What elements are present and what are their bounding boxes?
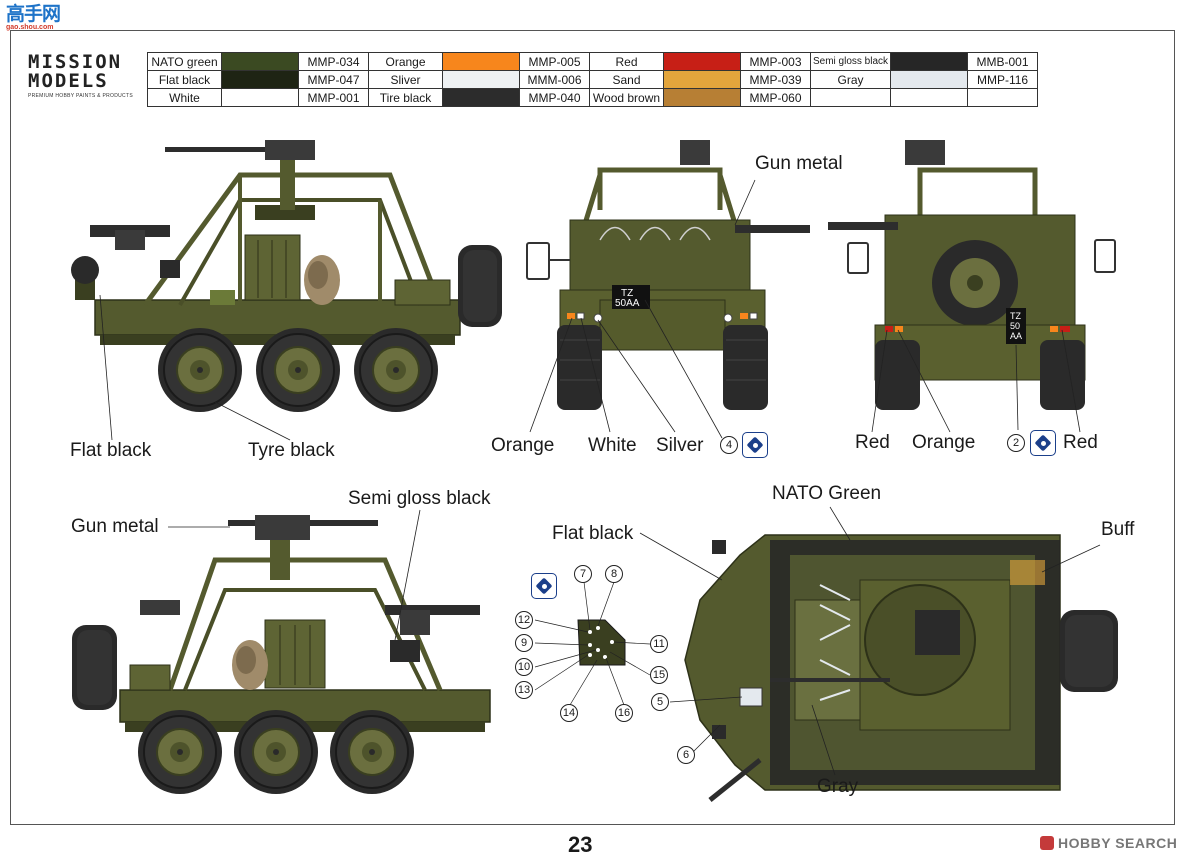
- rear-view: TZ 50 AA: [828, 140, 1116, 433]
- label-gun-metal-front: Gun metal: [755, 153, 843, 174]
- label-silver-front: Silver: [656, 435, 704, 456]
- label-gun-metal-side: Gun metal: [71, 516, 159, 537]
- decal-number: 16: [615, 704, 633, 722]
- decal-number: 6: [677, 746, 695, 764]
- decal-sheet-icon: [1030, 430, 1056, 456]
- rear-plate-line-1: TZ: [1010, 311, 1021, 321]
- decal-number: 11: [650, 635, 668, 653]
- label-orange-front: Orange: [491, 435, 555, 456]
- decal-number: 9: [515, 634, 533, 652]
- watermark-top-left: 高手网 gao.shou.com: [6, 4, 70, 34]
- decal-number: 5: [651, 693, 669, 711]
- front-view: TZ 50AA: [526, 140, 810, 439]
- label-orange-rear: Orange: [912, 432, 976, 453]
- page-number: 23: [568, 832, 593, 857]
- paint-swatch: [442, 88, 520, 107]
- top-view: [639, 506, 1118, 802]
- decal-sheet-icon: [742, 432, 768, 458]
- paint-name: Tire black: [368, 88, 443, 107]
- rear-plate-line-3: AA: [1010, 331, 1022, 341]
- brand-logo: MISSION MODELS PREMIUM HOBBY PAINTS & PR…: [28, 51, 144, 100]
- decal-number: 12: [515, 611, 533, 629]
- decal-number: 8: [605, 565, 623, 583]
- paint-code: [967, 88, 1039, 107]
- watermark-url: gao.shou.com: [6, 24, 54, 31]
- side-view-left: [71, 140, 502, 413]
- label-flat-black-side: Flat black: [70, 440, 152, 461]
- label-tyre-black: Tyre black: [248, 440, 335, 461]
- paint-code: MMP-040: [519, 88, 590, 107]
- paint-swatch: [442, 70, 520, 89]
- label-red-rear-right: Red: [1063, 432, 1098, 453]
- paint-swatch: [663, 70, 741, 89]
- paint-swatch: [663, 88, 741, 107]
- logo-line-2: MODELS: [28, 70, 109, 92]
- decal-number: 14: [560, 704, 578, 722]
- decal-number: 10: [515, 658, 533, 676]
- decal-sheet-icon: [531, 573, 557, 599]
- watermark-bottom-right: HOBBY SEARCH: [1040, 835, 1177, 851]
- label-white-front: White: [588, 435, 637, 456]
- paint-name: [809, 88, 892, 107]
- label-semi-gloss-black: Semi gloss black: [348, 488, 491, 509]
- logo-line-1: MISSION: [28, 51, 123, 73]
- paint-name: White: [147, 88, 222, 107]
- paint-code: MMP-001: [298, 88, 369, 107]
- paint-name: NATO green: [147, 52, 222, 71]
- label-buff: Buff: [1101, 519, 1135, 540]
- front-plate-line-1: TZ: [621, 288, 633, 299]
- decal-number: 2: [1007, 434, 1025, 452]
- side-view-right: [72, 509, 491, 795]
- decal-number: 4: [720, 436, 738, 454]
- logo-tagline: PREMIUM HOBBY PAINTS & PRODUCTS: [28, 93, 133, 99]
- paint-code: MMP-116: [967, 70, 1039, 89]
- decal-number: 15: [650, 666, 668, 684]
- decal-detail: [534, 581, 651, 706]
- paint-swatch: [890, 52, 969, 71]
- paint-name: Wood brown: [589, 88, 664, 107]
- watermark-chars: 高手网: [6, 3, 61, 25]
- hobby-search-logo-icon: [1040, 836, 1054, 850]
- paint-swatch: [890, 88, 969, 107]
- rear-plate-line-2: 50: [1010, 321, 1020, 331]
- paint-name: Sliver: [368, 70, 443, 89]
- paint-code: MMP-005: [519, 52, 590, 71]
- paint-swatch: [890, 70, 969, 89]
- label-nato-green: NATO Green: [772, 483, 882, 504]
- watermark-text: HOBBY SEARCH: [1058, 835, 1178, 851]
- decal-number: 13: [515, 681, 533, 699]
- decal-number: 7: [574, 565, 592, 583]
- label-flat-black-top: Flat black: [552, 523, 634, 544]
- paint-swatch: [221, 52, 299, 71]
- paint-code: MMB-001: [967, 52, 1039, 71]
- label-red-rear-left: Red: [855, 432, 890, 453]
- paint-code: MMP-060: [740, 88, 811, 107]
- paint-swatch: [221, 70, 299, 89]
- label-gray: Gray: [817, 776, 859, 797]
- paint-swatch: [221, 88, 299, 107]
- front-plate-line-2: 50AA: [615, 298, 640, 309]
- paint-swatch: [442, 52, 520, 71]
